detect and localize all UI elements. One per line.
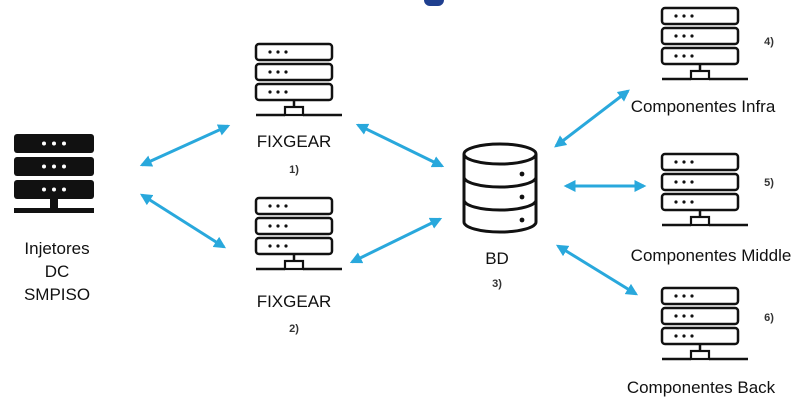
comp-middle-number: 5): [764, 177, 774, 189]
comp-infra-server-icon: [660, 6, 750, 81]
fixgear-bottom-number: 2): [289, 323, 299, 335]
fixgear-bottom-server-icon: [254, 196, 344, 271]
connectors: [139, 89, 647, 296]
comp-back-server-icon: [660, 286, 750, 361]
title-fragment: [424, 0, 444, 6]
fixgear-top-number: 1): [289, 164, 299, 176]
injetores-label-line1: Injetores: [24, 239, 90, 258]
arrow-injetores-fixgear-2: [139, 193, 227, 249]
arrow-injetores-fixgear-1: [139, 124, 231, 167]
injetores-server-icon: [14, 134, 94, 213]
arrow-bd-back: [555, 244, 639, 296]
bd-label: BD: [485, 249, 509, 268]
fixgear-top-label: FIXGEAR: [256, 132, 332, 151]
arrow-fixgear2-bd: [349, 217, 443, 264]
fixgear-bottom-label: FIXGEAR: [256, 292, 332, 311]
arrow-fixgear1-bd: [355, 123, 445, 168]
injetores-label-line3: SMPISO: [23, 285, 91, 304]
comp-middle-label: Componentes Middle: [630, 246, 792, 265]
comp-back-number: 6): [764, 312, 774, 324]
arrow-bd-infra: [554, 89, 630, 148]
comp-middle-server-icon: [660, 152, 750, 227]
comp-infra-number: 4): [764, 36, 774, 48]
comp-infra-label: Componentes Infra: [630, 97, 776, 116]
database-icon: [462, 142, 538, 234]
injetores-label-line2: DC: [44, 262, 70, 281]
comp-back-label: Componentes Back: [626, 378, 776, 397]
bd-number: 3): [492, 278, 502, 290]
fixgear-top-server-icon: [254, 42, 344, 117]
